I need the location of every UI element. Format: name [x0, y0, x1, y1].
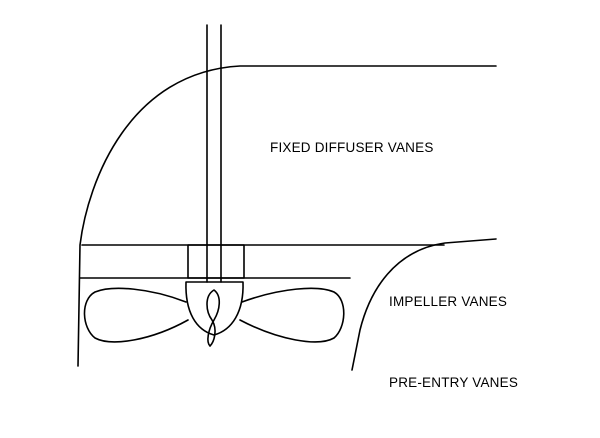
- housing-outline: [77, 65, 497, 367]
- label-fixed-diffuser-vanes: FIXED DIFFUSER VANES: [270, 140, 434, 155]
- impeller-blade-left: [83, 287, 189, 343]
- hub-collar: [187, 244, 245, 279]
- label-pre-entry-vanes: PRE-ENTRY VANES: [389, 375, 519, 390]
- impeller-blade-right: [239, 287, 345, 343]
- pre-entry-wall: [351, 238, 497, 371]
- label-impeller-vanes: IMPELLER VANES: [389, 294, 508, 309]
- impeller-front-blade: [206, 289, 221, 347]
